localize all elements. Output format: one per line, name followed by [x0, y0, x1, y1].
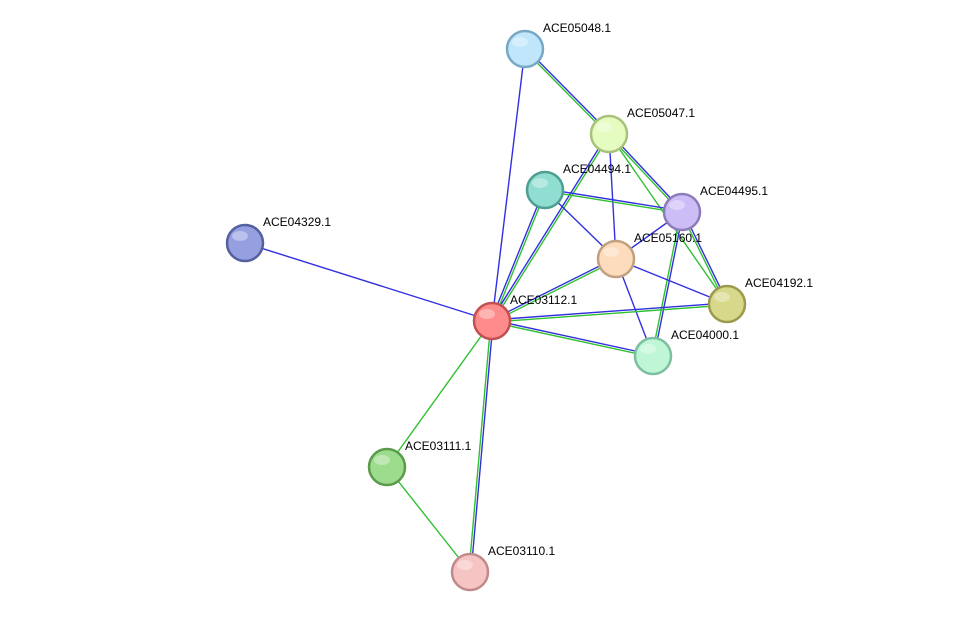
edge-line — [525, 47, 611, 134]
edge-line — [523, 49, 609, 136]
edge-line — [545, 188, 683, 212]
node-circle[interactable] — [589, 114, 629, 154]
edge-line — [492, 319, 654, 356]
edge-line — [468, 320, 492, 572]
node-ACE04329.1[interactable]: ACE04329.1 — [225, 215, 331, 263]
node-circle[interactable] — [505, 29, 545, 69]
edge-line — [490, 133, 609, 321]
edge-line — [491, 48, 526, 322]
node-label: ACE03110.1 — [488, 544, 555, 558]
node-label: ACE05047.1 — [627, 106, 695, 120]
node-label: ACE04192.1 — [745, 276, 813, 290]
node-ACE03111.1[interactable]: ACE03111.1 — [367, 439, 472, 487]
edge-line — [608, 133, 617, 260]
node-ACE03110.1[interactable]: ACE03110.1 — [450, 544, 555, 592]
node-highlight — [232, 231, 248, 241]
node-circle[interactable] — [472, 301, 512, 341]
edge-line — [386, 320, 493, 468]
node-label: ACE05048.1 — [543, 21, 611, 35]
edge-ACE03112.1-ACE05048.1 — [491, 48, 526, 322]
node-highlight — [596, 122, 612, 132]
node-circle[interactable] — [596, 239, 636, 279]
node-highlight — [457, 560, 473, 570]
node-ACE05047.1[interactable]: ACE05047.1 — [589, 106, 695, 154]
node-ACE04192.1[interactable]: ACE04192.1 — [707, 276, 813, 324]
node-highlight — [512, 37, 528, 47]
node-highlight — [532, 178, 548, 188]
edge-ACE04495.1-ACE04000.1 — [651, 211, 684, 357]
edge-line — [491, 257, 616, 321]
edge-line — [653, 212, 684, 357]
node-ACE04494.1[interactable]: ACE04494.1 — [525, 162, 631, 210]
node-label: ACE03111.1 — [405, 439, 472, 453]
edge-ACE05160.1-ACE04192.1 — [615, 258, 728, 305]
nodes-layer: ACE05048.1ACE05047.1ACE04494.1ACE04495.1… — [225, 21, 813, 592]
edge-ACE03112.1-ACE05160.1 — [491, 257, 617, 323]
node-circle[interactable] — [662, 192, 702, 232]
node-circle[interactable] — [367, 447, 407, 487]
edge-ACE03112.1-ACE03111.1 — [386, 320, 493, 468]
node-circle[interactable] — [450, 552, 490, 592]
edge-line — [492, 134, 611, 322]
node-circle[interactable] — [633, 336, 673, 376]
edge-line — [244, 242, 493, 322]
edge-line — [492, 190, 547, 322]
node-label: ACE04329.1 — [263, 215, 331, 229]
edge-line — [470, 321, 494, 573]
edge-line — [386, 466, 471, 573]
edge-line — [490, 189, 545, 321]
node-ACE04495.1[interactable]: ACE04495.1 — [662, 184, 768, 232]
node-highlight — [714, 292, 730, 302]
edge-ACE04494.1-ACE04495.1 — [544, 188, 683, 214]
edge-ACE03112.1-ACE05047.1 — [490, 133, 611, 322]
edge-ACE03111.1-ACE03110.1 — [386, 466, 471, 573]
node-label: ACE04495.1 — [700, 184, 768, 198]
edge-line — [492, 304, 728, 323]
node-label: ACE04000.1 — [671, 328, 739, 342]
edge-line — [615, 258, 728, 305]
node-highlight — [640, 344, 656, 354]
node-highlight — [479, 309, 495, 319]
node-ACE05160.1[interactable]: ACE05160.1 — [596, 231, 702, 279]
edge-line — [492, 259, 617, 323]
edge-ACE05048.1-ACE05047.1 — [523, 47, 611, 136]
edge-line — [491, 302, 727, 321]
node-highlight — [669, 200, 685, 210]
node-label: ACE04494.1 — [563, 162, 631, 176]
edge-ACE03112.1-ACE04192.1 — [491, 302, 728, 323]
edge-line — [651, 211, 682, 356]
node-label: ACE03112.1 — [510, 293, 577, 307]
edge-ACE05047.1-ACE05160.1 — [608, 133, 617, 260]
node-circle[interactable] — [525, 170, 565, 210]
edge-line — [491, 321, 653, 358]
node-ACE04000.1[interactable]: ACE04000.1 — [633, 328, 739, 376]
edge-ACE03112.1-ACE04329.1 — [244, 242, 493, 322]
node-ACE03112.1[interactable]: ACE03112.1 — [472, 293, 577, 341]
edge-ACE03112.1-ACE04494.1 — [490, 189, 547, 322]
edge-ACE03112.1-ACE04000.1 — [491, 319, 654, 358]
edge-ACE03112.1-ACE03110.1 — [468, 320, 494, 573]
node-highlight — [374, 455, 390, 465]
node-highlight — [603, 247, 619, 257]
node-circle[interactable] — [707, 284, 747, 324]
node-circle[interactable] — [225, 223, 265, 263]
edge-line — [544, 190, 682, 214]
node-label: ACE05160.1 — [634, 231, 702, 245]
node-ACE05048.1[interactable]: ACE05048.1 — [505, 21, 611, 69]
